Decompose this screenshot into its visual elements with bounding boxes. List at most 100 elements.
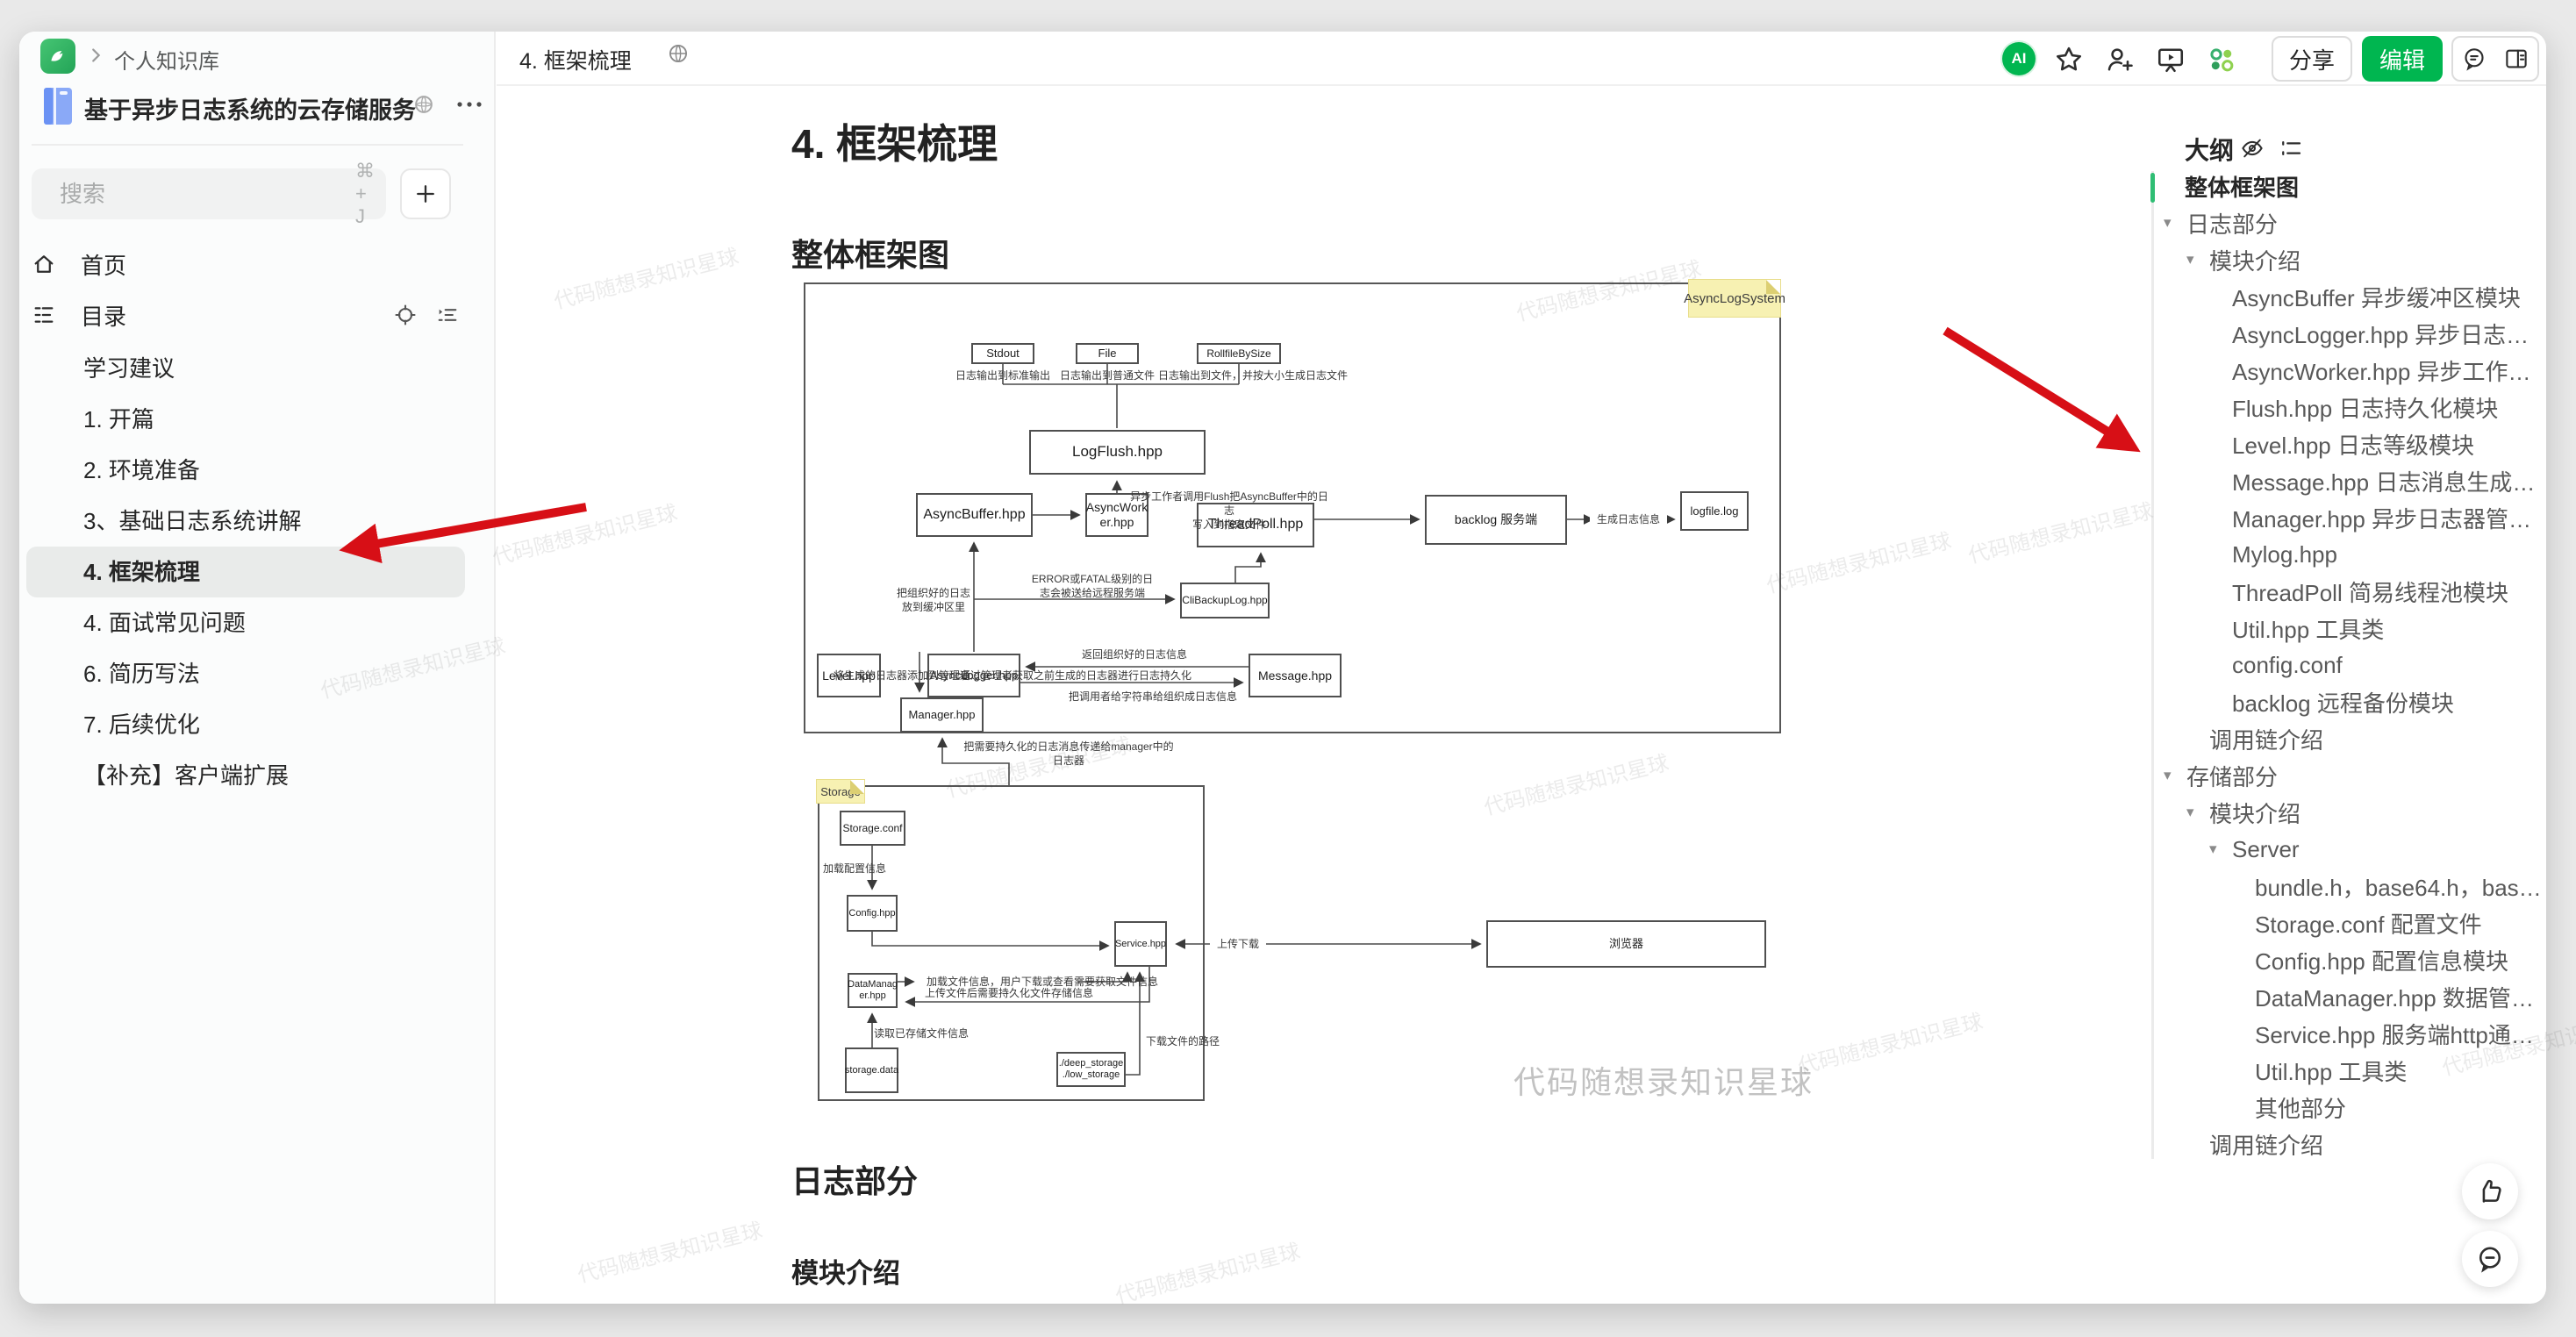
more-icon[interactable] xyxy=(456,100,483,109)
outline-item[interactable]: AsyncLogger.hpp 异步日志器模块 xyxy=(2232,321,2546,348)
sync-icon xyxy=(415,96,433,113)
diagram-label: 通过管理者获取之前生成的日志器进行日志持久化 xyxy=(960,669,1192,682)
outline-item[interactable]: ThreadPoll 简易线程池模块 xyxy=(2232,579,2508,606)
outline-item[interactable]: Manager.hpp 异步日志器管理模块 xyxy=(2232,505,2546,533)
outline-track xyxy=(2151,171,2154,1159)
outline-title: 大纲 xyxy=(2185,137,2235,164)
sidebar-item-home[interactable]: 首页 xyxy=(32,239,453,290)
caret-down-icon[interactable]: ▾ xyxy=(2209,840,2217,857)
sidebar-chapter-item[interactable]: 1. 开篇 xyxy=(83,406,154,433)
outline-item[interactable]: DataManager.hpp 数据管理模块 xyxy=(2255,984,2546,1012)
outline-item[interactable]: Flush.hpp 日志持久化模块 xyxy=(2232,395,2499,422)
sidebar-chapter-item[interactable]: 【补充】客户端扩展 xyxy=(83,762,290,789)
outline-item[interactable]: ▾ 模块介绍 xyxy=(2186,247,2301,275)
book-icon xyxy=(44,88,72,125)
outline-item[interactable]: backlog 远程备份模块 xyxy=(2232,690,2454,717)
diagram-node-rollfile: RollfileBySize xyxy=(1197,343,1281,364)
breadcrumb[interactable]: 个人知识库 xyxy=(114,50,219,74)
diagram-node-clibackup: CliBackupLog.hpp xyxy=(1180,583,1270,618)
locate-icon[interactable] xyxy=(393,303,418,327)
outline-item[interactable]: 整体框架图 xyxy=(2185,174,2300,201)
like-button[interactable] xyxy=(2462,1163,2518,1219)
outline-item[interactable]: bundle.h，base64.h，base64… xyxy=(2255,874,2546,901)
diagram-node-asyncbuffer: AsyncBuffer.hpp xyxy=(916,493,1033,537)
search-box[interactable]: ⌘ + J xyxy=(32,160,386,227)
diagram-label: 上传下载 xyxy=(1209,936,1267,952)
outline-item[interactable]: ▾ 日志部分 xyxy=(2164,211,2279,238)
doc-title[interactable]: 基于异步日志系统的云存储服务 xyxy=(84,97,416,124)
outline-item[interactable]: AsyncWorker.hpp 异步工作者模块 xyxy=(2232,358,2546,385)
diagram-node-logfile: logfile.log xyxy=(1680,491,1749,531)
outline-item[interactable]: Mylog.hpp xyxy=(2232,540,2337,568)
caret-down-icon[interactable]: ▾ xyxy=(2164,767,2172,783)
sidebar-item-toc[interactable]: 目录 xyxy=(32,290,453,340)
outline-item[interactable]: 调用链介绍 xyxy=(2209,1132,2324,1159)
page-title: 4. 框架梳理 xyxy=(791,121,998,167)
diagram-label: 返回组织好的日志信息 xyxy=(1081,648,1188,661)
presentation-icon[interactable] xyxy=(2155,44,2186,75)
caret-down-icon[interactable]: ▾ xyxy=(2186,804,2194,820)
sidebar-item-label: 首页 xyxy=(81,252,127,279)
add-button[interactable] xyxy=(400,168,451,219)
sidebar-chapter-item[interactable]: 7. 后续优化 xyxy=(83,711,200,738)
outline-item[interactable]: Message.hpp 日志消息生成模块 xyxy=(2232,468,2546,496)
diagram-label: 生成日志信息 xyxy=(1589,511,1668,527)
sidebar-layout-icon[interactable] xyxy=(2503,46,2529,72)
thumbs-up-icon xyxy=(2482,1179,2501,1203)
outline-item[interactable]: ▾ 模块介绍 xyxy=(2186,800,2301,827)
outline-active-indicator xyxy=(2150,173,2155,203)
sidebar-chapter-item[interactable]: 3、基础日志系统讲解 xyxy=(83,508,302,534)
diagram-node-manager: Manager.hpp xyxy=(900,697,984,733)
sidebar-chapter-item[interactable]: 学习建议 xyxy=(83,355,175,382)
diagram-node-backlog-server: backlog 服务端 xyxy=(1425,495,1567,545)
diagram-label: 读取已存储文件信息 xyxy=(874,1027,970,1040)
section-heading-module: 模块介绍 xyxy=(791,1258,900,1289)
outline-item[interactable]: ▾ Server xyxy=(2209,835,2300,862)
globe-icon xyxy=(669,44,688,63)
outline-item[interactable]: ▾ 存储部分 xyxy=(2164,763,2279,790)
outline-item[interactable]: Util.hpp 工具类 xyxy=(2232,616,2385,643)
apps-grid-icon[interactable] xyxy=(2206,44,2237,75)
plus-icon xyxy=(417,185,434,203)
diagram-note-asynclogsystem: AsyncLogSystem xyxy=(1684,279,1785,318)
outline-item[interactable]: Storage.conf 配置文件 xyxy=(2255,911,2482,938)
outline-list: 整体框架图 ▾ 日志部分 ▾ 模块介绍 AsyncBuffer 异步缓冲区模块 … xyxy=(2151,168,2546,1162)
toc-icon xyxy=(34,307,54,323)
search-input[interactable] xyxy=(58,179,355,209)
diagram-node-level: Level.hpp xyxy=(817,654,881,697)
caret-down-icon[interactable]: ▾ xyxy=(2164,214,2172,231)
invite-collaborator-icon[interactable] xyxy=(2104,44,2136,75)
sidebar-chapter-item[interactable]: 4. 框架梳理 xyxy=(26,547,465,597)
outline-item[interactable]: Config.hpp 配置信息模块 xyxy=(2255,947,2508,975)
star-icon[interactable] xyxy=(2053,44,2085,75)
outline-item[interactable]: Level.hpp 日志等级模块 xyxy=(2232,432,2474,459)
comment-button[interactable] xyxy=(2462,1231,2518,1287)
outline-item[interactable]: 其他部分 xyxy=(2255,1095,2347,1122)
sidebar-chapter-item[interactable]: 4. 面试常见问题 xyxy=(83,610,246,636)
diagram-label: ERROR或FATAL级别的日 志会被送给远程服务端 xyxy=(1031,573,1154,600)
diagram-group-asynclogsystem xyxy=(804,282,1781,733)
caret-down-icon[interactable]: ▾ xyxy=(2186,251,2194,268)
diagram-node-asyncworker: AsyncWork er.hpp xyxy=(1085,493,1148,537)
outline-item[interactable]: config.conf xyxy=(2232,651,2343,678)
share-button[interactable]: 分享 xyxy=(2272,36,2352,82)
sidebar-chapter-item[interactable]: 2. 环境准备 xyxy=(83,457,200,483)
diagram-label: 将生成的日志器添加到管理者 xyxy=(834,669,971,682)
outline-list-icon[interactable] xyxy=(2278,135,2304,161)
diagram-node-browser: 浏览器 xyxy=(1486,920,1766,968)
outline-item[interactable]: AsyncBuffer 异步缓冲区模块 xyxy=(2232,284,2521,311)
diagram-label: 把需要持久化的日志消息传递给manager中的 日志器 xyxy=(963,740,1174,768)
section-heading-log: 日志部分 xyxy=(791,1163,919,1199)
edit-button[interactable]: 编辑 xyxy=(2362,36,2443,82)
tab-current-doc[interactable]: 4. 框架梳理 xyxy=(519,49,632,74)
collapse-list-icon[interactable] xyxy=(435,303,460,327)
hide-outline-icon[interactable] xyxy=(2239,135,2265,161)
outline-item[interactable]: 调用链介绍 xyxy=(2209,726,2324,754)
diagram-label: 日志输出到文件，并按大小生成日志文件 xyxy=(1157,369,1349,382)
comments-icon[interactable] xyxy=(2461,46,2487,72)
app-logo[interactable] xyxy=(40,39,75,74)
diagram-note-storage: Storage xyxy=(816,779,865,804)
diagram-label: 日志输出到普通文件 xyxy=(1059,369,1156,382)
ai-assistant-button[interactable]: AI xyxy=(2002,42,2036,75)
